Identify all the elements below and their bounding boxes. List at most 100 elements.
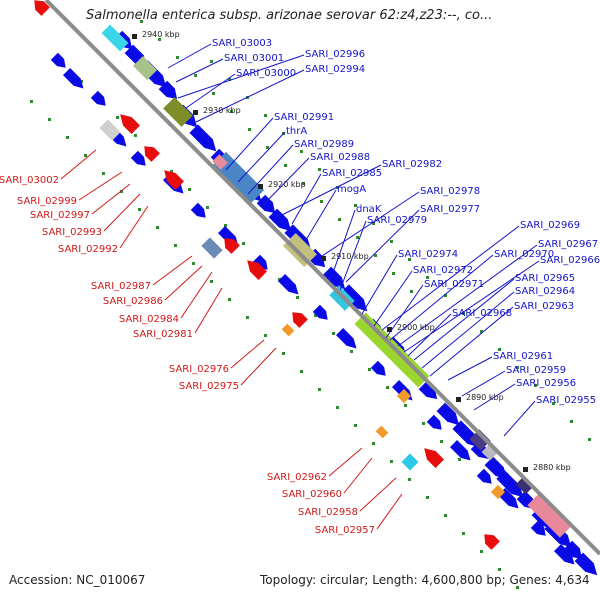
label-leader (225, 117, 274, 171)
reverse-gene-label: SARI_02986 (103, 296, 163, 307)
tick-dot (296, 296, 299, 299)
tick-dot (84, 154, 87, 157)
forward-gene-arrow (370, 360, 386, 376)
label-leader (361, 254, 398, 315)
forward-gene-arrow (312, 304, 328, 320)
tick-dot (192, 262, 195, 265)
tick-dot (392, 272, 395, 275)
tick-dot (318, 168, 321, 171)
reverse-gene-arrow (224, 238, 240, 254)
tick-dot (498, 348, 501, 351)
tick-dot (174, 244, 177, 247)
label-leader (180, 271, 213, 319)
tick-dot (318, 388, 321, 391)
tick-dot (264, 334, 267, 337)
reverse-gene-label: SARI_02976 (169, 364, 229, 375)
reverse-gene-arrow (247, 260, 267, 280)
gene-feature-block (281, 323, 295, 337)
tick-dot (224, 224, 227, 227)
tick-dot (426, 496, 429, 499)
reverse-gene-label: SARI_02999 (17, 196, 77, 207)
forward-gene-arrow (190, 202, 206, 218)
reverse-gene-arrow (120, 114, 140, 134)
forward-gene-arrow (554, 544, 575, 565)
label-leader (333, 209, 356, 271)
ruler-tick-mark (456, 397, 461, 402)
tick-dot (410, 290, 413, 293)
tick-dot (390, 460, 393, 463)
label-leader (195, 69, 305, 123)
label-leader (119, 205, 149, 249)
forward-gene-arrow (496, 470, 524, 498)
forward-gene-arrow (336, 328, 357, 349)
label-leader (403, 260, 540, 353)
tick-dot (498, 568, 501, 571)
tick-dot (356, 236, 359, 239)
tick-dot (314, 314, 317, 317)
forward-gene-arrow (189, 124, 217, 152)
forward-gene-label: SARI_02967 (538, 239, 598, 250)
forward-gene-label: SARI_02977 (420, 204, 480, 215)
label-leader (240, 347, 277, 386)
forward-gene-arrow (268, 208, 292, 232)
forward-gene-arrow (484, 456, 508, 480)
tick-dot (206, 206, 209, 209)
tick-dot (408, 258, 411, 261)
label-leader (261, 157, 310, 207)
tick-dot (516, 366, 519, 369)
label-leader (91, 183, 131, 215)
tick-dot (228, 78, 231, 81)
label-leader (279, 164, 382, 217)
reverse-gene-label: SARI_02981 (133, 329, 193, 340)
ruler-tick-mark (193, 110, 198, 115)
reverse-gene-label: SARI_02975 (179, 381, 239, 392)
forward-gene-label: SARI_02955 (536, 395, 596, 406)
forward-gene-arrow (278, 274, 299, 295)
forward-gene-arrow (63, 68, 84, 89)
reverse-gene-label: SARI_02962 (267, 472, 327, 483)
forward-gene-arrow (563, 540, 583, 560)
tick-dot (158, 38, 161, 41)
ruler-tick-label: 2940 kbp (142, 30, 180, 39)
forward-gene-arrow (256, 194, 276, 214)
reverse-gene-arrow (34, 0, 50, 16)
reverse-gene-arrow (292, 312, 308, 328)
label-leader (321, 191, 420, 257)
label-leader (429, 306, 514, 377)
tick-dot (302, 182, 305, 185)
ruler-tick-label: 2880 kbp (533, 463, 571, 472)
reverse-gene-label: SARI_03002 (0, 175, 59, 186)
label-leader (421, 291, 515, 369)
forward-gene-arrow (50, 52, 66, 68)
tick-dot (444, 294, 447, 297)
tick-dot (176, 56, 179, 59)
tick-dot (102, 172, 105, 175)
genome-title: Salmonella enterica subsp. arizonae sero… (86, 8, 493, 23)
forward-gene-label: SARI_02991 (274, 112, 334, 123)
label-leader (376, 493, 403, 530)
forward-gene-label: SARI_02965 (515, 273, 575, 284)
tick-dot (462, 532, 465, 535)
forward-gene-label: SARI_03000 (236, 68, 296, 79)
forward-gene-arrow (476, 468, 492, 484)
reverse-gene-arrow (484, 534, 500, 550)
tick-dot (440, 440, 443, 443)
reverse-gene-label: SARI_02958 (298, 507, 358, 518)
label-leader (339, 220, 367, 291)
tick-dot (552, 402, 555, 405)
tick-dot (264, 114, 267, 117)
ruler-tick-label: 2920 kbp (268, 180, 306, 189)
forward-gene-label: SARI_02972 (413, 265, 473, 276)
label-leader (359, 477, 397, 512)
forward-gene-label: SARI_02969 (520, 220, 580, 231)
reverse-gene-label: SARI_02993 (42, 227, 102, 238)
tick-dot (116, 116, 119, 119)
label-leader (230, 339, 265, 369)
tick-dot (332, 332, 335, 335)
tick-dot (458, 458, 461, 461)
tick-dot (354, 424, 357, 427)
tick-dot (320, 200, 323, 203)
